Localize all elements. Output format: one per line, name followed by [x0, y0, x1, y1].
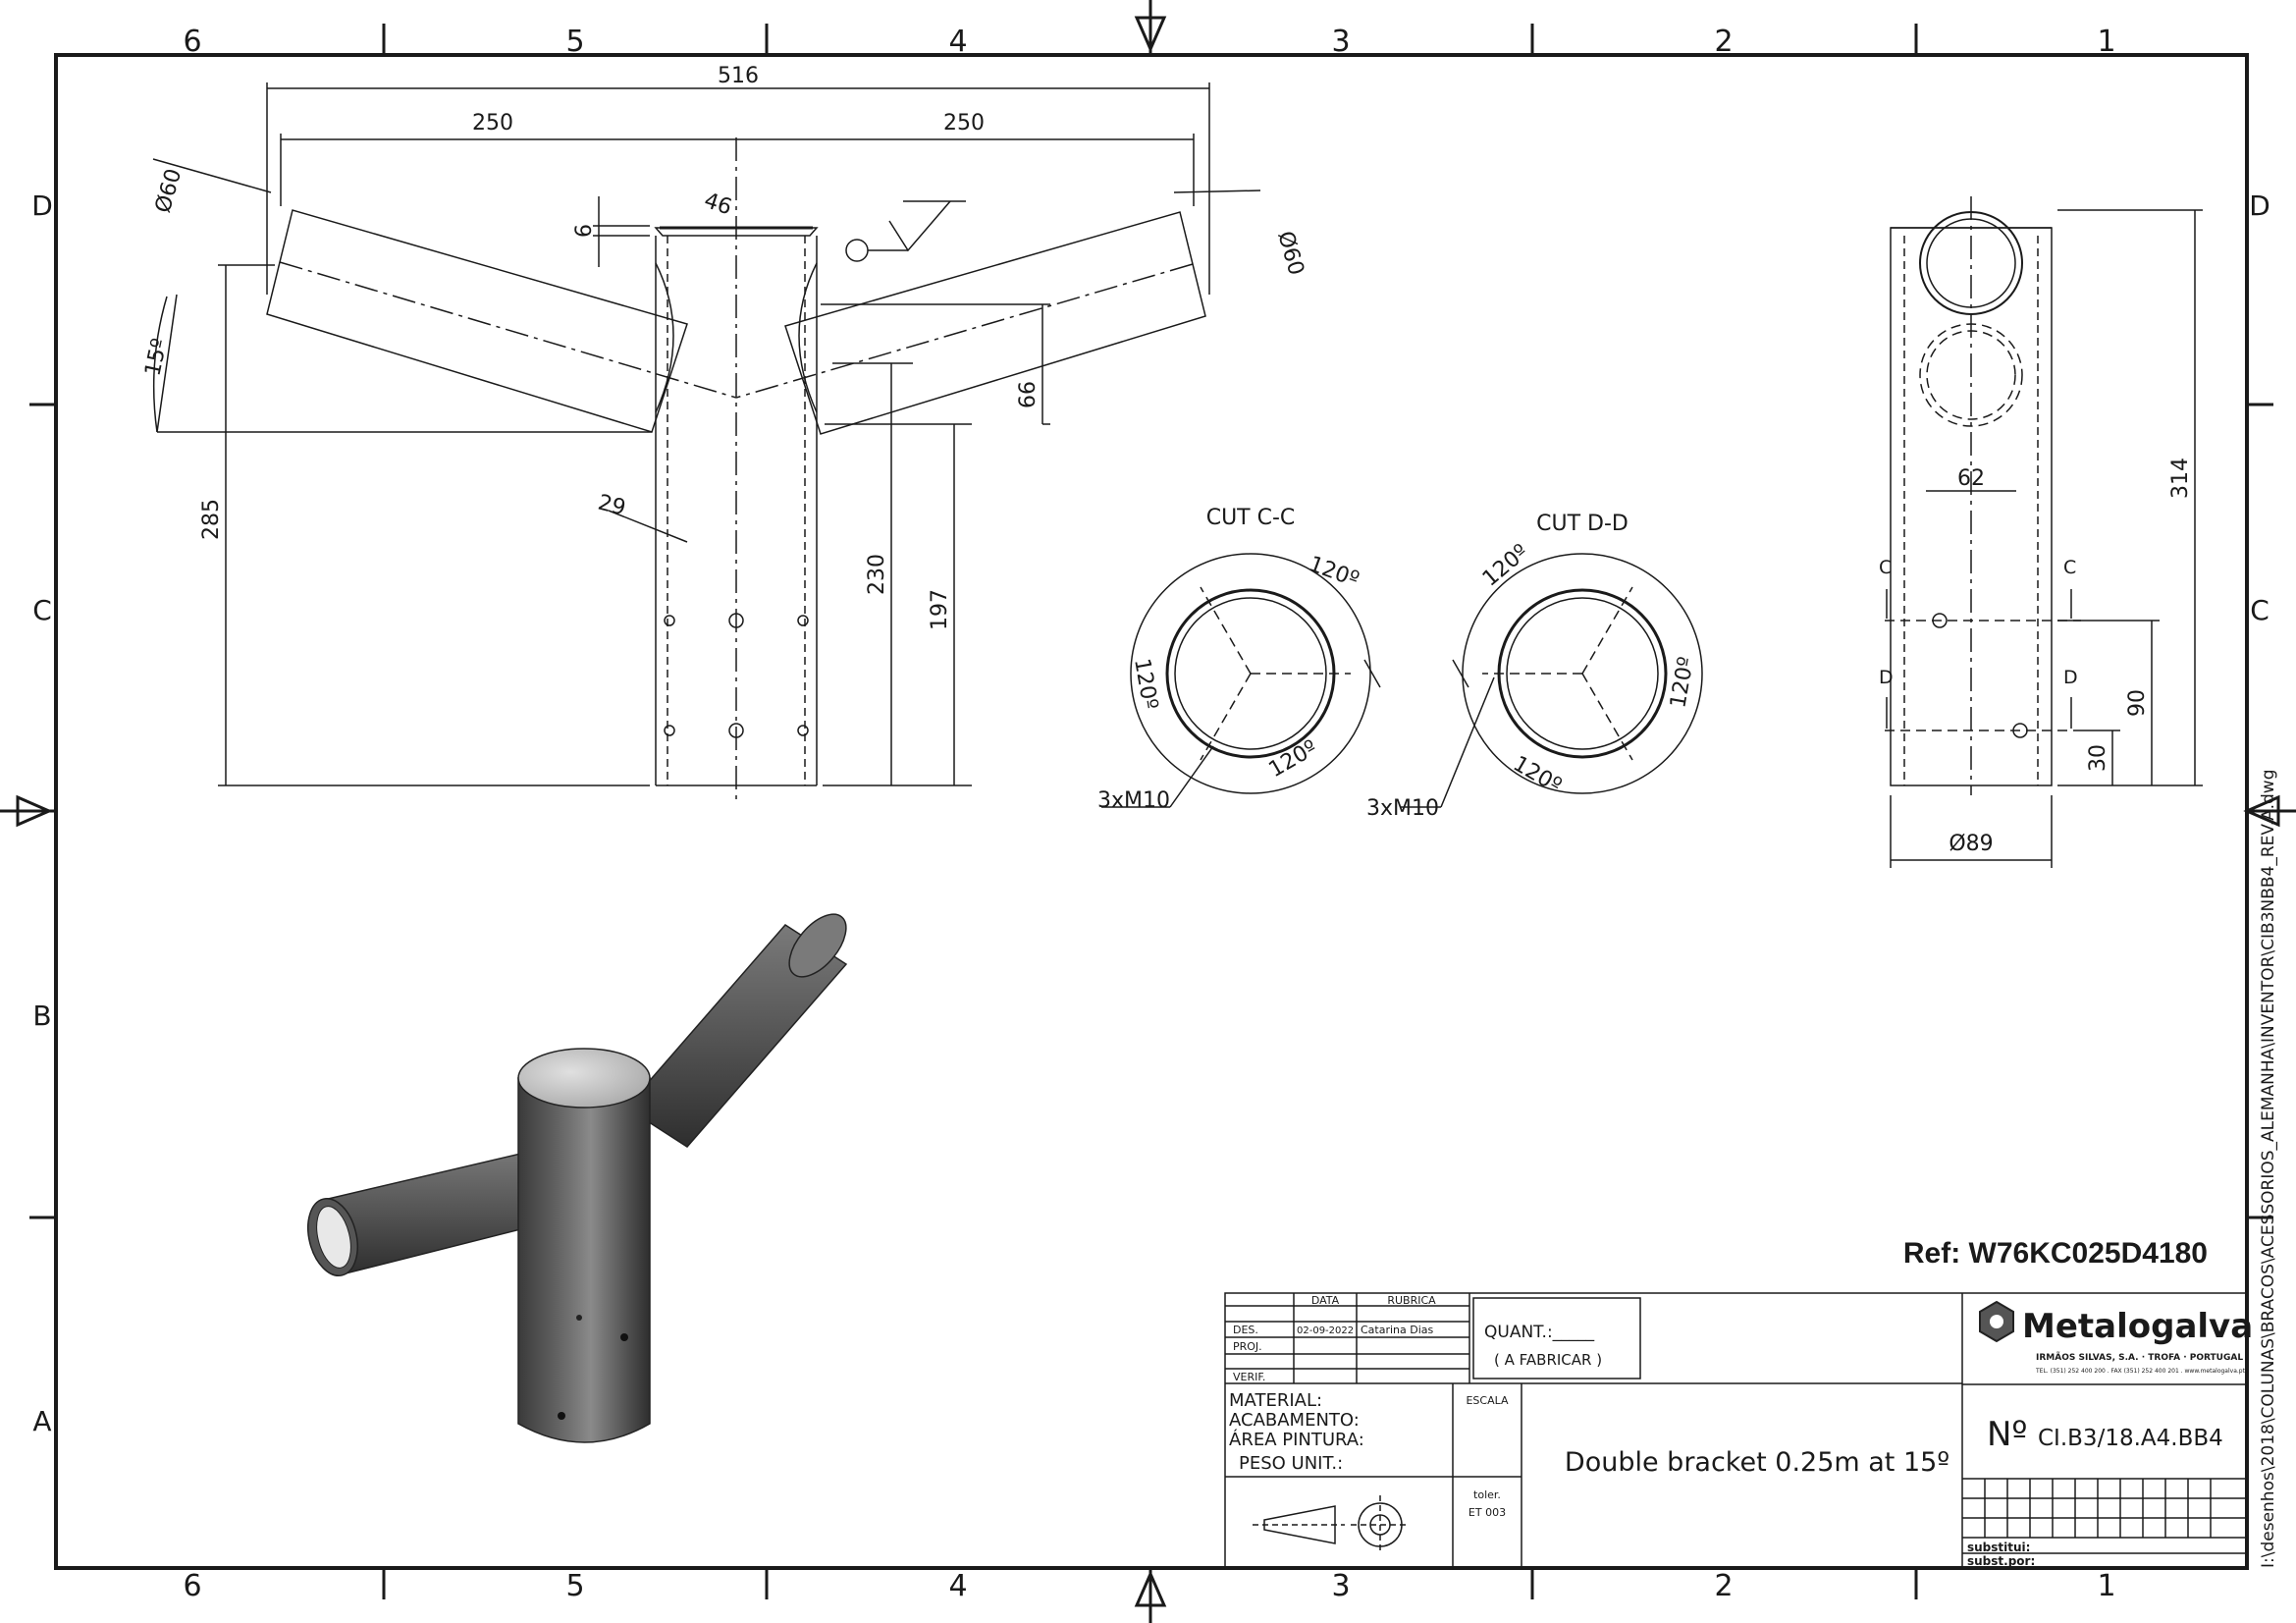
column-label: 5	[565, 1569, 584, 1603]
row-label: C	[32, 594, 52, 626]
cut-dd-thread: 3xM10	[1366, 796, 1439, 821]
tb-row-label: DES.	[1233, 1324, 1258, 1336]
dim-hole-base: 30	[2086, 744, 2110, 772]
tb-row-date: 02-09-2022	[1297, 1325, 1354, 1336]
dim-base-dia: Ø89	[1949, 832, 1993, 856]
tb-col-data: DATA	[1311, 1294, 1340, 1307]
section-mark-c: C	[1879, 557, 1892, 578]
row-labels-right: D C	[2249, 189, 2270, 626]
column-label: 6	[183, 25, 201, 59]
section-mark-d: D	[1879, 667, 1894, 688]
reference-code: Ref: W76KC025D4180	[1903, 1237, 2208, 1270]
side-view-labels: 62 314 90 30 Ø89 C C D D	[1879, 458, 2193, 856]
tb-row-label: PROJ.	[1233, 1340, 1262, 1353]
tb-quant-note: ( A FABRICAR )	[1494, 1351, 1602, 1369]
cut-cc-title: CUT C-C	[1206, 506, 1296, 530]
column-label: 1	[2097, 25, 2115, 59]
front-view	[152, 82, 1261, 800]
dim-dia-right: Ø60	[1272, 229, 1308, 278]
dim-hole-spacing: 90	[2125, 689, 2150, 717]
column-label: 4	[948, 25, 967, 59]
column-label: 3	[1331, 1569, 1350, 1603]
cut-cc-section	[1101, 553, 1381, 808]
tb-toler-value: ET 003	[1468, 1506, 1506, 1519]
dim-angle: 15º	[140, 337, 172, 379]
column-label: 3	[1331, 25, 1350, 59]
row-label: D	[31, 189, 53, 222]
dim-right-arm: 250	[943, 111, 985, 135]
cut-dd-angle: 120º	[1666, 655, 1699, 710]
tb-row-label: VERIF.	[1233, 1371, 1265, 1383]
tb-acabamento: ACABAMENTO:	[1229, 1410, 1360, 1431]
row-label: A	[32, 1405, 51, 1437]
cut-dd-title: CUT D-D	[1536, 512, 1629, 536]
tb-row-sign: Catarina Dias	[1361, 1324, 1434, 1336]
dim-arm-rise: 66	[1016, 381, 1041, 408]
title-block-text: DATA RUBRICA DES. 02-09-2022 Catarina Di…	[1229, 1294, 2223, 1568]
tb-quant: QUANT.:_____	[1484, 1323, 1595, 1342]
dim-cap-width: 46	[701, 189, 734, 220]
dim-arm-offset: 29	[596, 491, 628, 521]
tb-number: CI.B3/18.A4.BB4	[2038, 1426, 2223, 1451]
dim-inner-width: 62	[1957, 466, 1985, 491]
column-label: 2	[1714, 25, 1733, 59]
row-label: B	[32, 1000, 51, 1032]
tb-area-pintura: ÁREA PINTURA:	[1229, 1429, 1364, 1450]
row-labels-left: D C B A	[31, 189, 53, 1437]
cut-cc-thread: 3xM10	[1097, 788, 1170, 813]
dim-dia-left: Ø60	[151, 166, 187, 215]
row-label: C	[2250, 594, 2269, 626]
dim-height-mid: 230	[865, 554, 889, 595]
cut-cc-labels: CUT C-C 120º 120º 120º 3xM10	[1097, 506, 1362, 813]
tb-subst-por: subst.por:	[1967, 1554, 2035, 1568]
company-name: Metalogalva	[2022, 1307, 2253, 1346]
column-label: 2	[1714, 1569, 1733, 1603]
column-label: 6	[183, 1569, 201, 1603]
tb-drawing-title: Double bracket 0.25m at 15º	[1565, 1447, 1949, 1478]
company-contact: TEL. (351) 252 400 200 . FAX (351) 252 4…	[2035, 1368, 2246, 1375]
tb-escala: ESCALA	[1466, 1394, 1509, 1407]
cut-dd-section	[1400, 553, 1703, 808]
dim-overall: 516	[718, 64, 759, 88]
column-labels-top: 6 5 4 3 2 1	[183, 25, 2115, 59]
dim-height-low: 197	[928, 589, 952, 630]
title-block	[1224, 1292, 2248, 1569]
cut-dd-angle: 120º	[1509, 752, 1566, 799]
company-logo: Metalogalva IRMÃOS SILVAS, S.A. · TROFA …	[1979, 1300, 2253, 1375]
tb-peso-unit: PESO UNIT.:	[1239, 1453, 1343, 1474]
column-label: 1	[2097, 1569, 2115, 1603]
tb-col-rubrica: RUBRICA	[1387, 1294, 1436, 1307]
tb-substitui: substitui:	[1967, 1541, 2030, 1554]
cut-dd-labels: CUT D-D 120º 120º 120º 3xM10	[1366, 512, 1699, 821]
side-view	[1885, 196, 2203, 868]
dim-cap-height: 6	[572, 224, 597, 238]
section-mark-c: C	[2063, 557, 2076, 578]
dim-side-height: 314	[2168, 458, 2193, 499]
company-sub: IRMÃOS SILVAS, S.A. · TROFA · PORTUGAL	[2036, 1352, 2243, 1363]
file-path: I:\desenhos\2018\COLUNAS\BRACOS\ACESSORI…	[2259, 770, 2278, 1569]
front-view-dimensions: 516 250 250 Ø60 Ø60 46 6 15º 285 66 230 …	[140, 64, 1308, 630]
column-labels-bottom: 6 5 4 3 2 1	[183, 1569, 2115, 1603]
section-mark-d: D	[2063, 667, 2078, 688]
cut-dd-angle: 120º	[1478, 540, 1533, 592]
row-label: D	[2249, 189, 2270, 222]
column-label: 4	[948, 1569, 967, 1603]
dim-left-arm: 250	[472, 111, 513, 135]
tb-material: MATERIAL:	[1229, 1390, 1322, 1411]
dim-height-total: 285	[199, 499, 224, 540]
tb-toler: toler.	[1473, 1488, 1501, 1501]
bracket-3d-render	[307, 913, 848, 1443]
tb-number-prefix: Nº	[1987, 1415, 2027, 1454]
column-label: 5	[565, 25, 584, 59]
